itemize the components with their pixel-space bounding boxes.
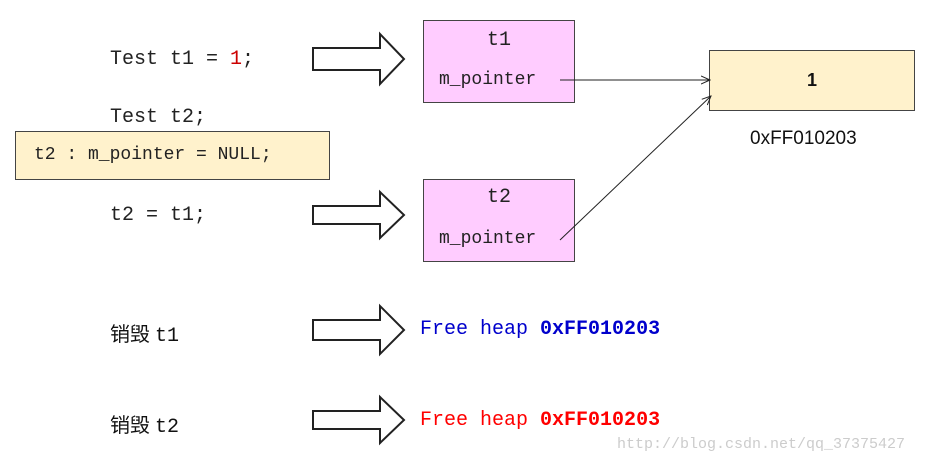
block-arrow-icon — [312, 31, 406, 87]
code-line-t2-decl: Test t2; — [110, 106, 207, 129]
heap-value: 1 — [806, 70, 817, 90]
object-t2-member: m_pointer — [439, 229, 537, 249]
watermark: http://blog.csdn.net/qq_37375427 — [617, 436, 906, 453]
block-arrow-icon — [312, 189, 406, 241]
free-heap-address: 0xFF010203 — [540, 318, 661, 341]
destroy-target: t1 — [155, 325, 180, 348]
object-t1-box: t1 m_pointer — [423, 20, 575, 103]
free-heap-address: 0xFF010203 — [540, 409, 661, 432]
block-arrow-icon — [312, 303, 406, 357]
pointer-t2-to-heap — [559, 96, 711, 241]
object-t1-member: m_pointer — [439, 70, 537, 90]
object-t1-name: t1 — [486, 29, 511, 52]
object-t2-box: t2 m_pointer — [423, 179, 575, 262]
code-line-assign: t2 = t1; — [110, 204, 207, 227]
destroy-t2-label: 销毁 t2 — [110, 409, 179, 439]
block-arrow-icon — [312, 394, 406, 446]
destroy-word: 销毁 — [110, 322, 150, 346]
null-note-box: t2 : m_pointer = NULL; — [15, 131, 330, 180]
code-text: Test t1 = — [110, 48, 231, 71]
code-line-t1-init: Test t1 = 1; — [110, 48, 254, 71]
destroy-target: t2 — [155, 416, 180, 439]
free-heap-text: Free heap — [420, 409, 529, 432]
free-heap-t1: Free heap 0xFF010203 — [420, 318, 660, 341]
destroy-t1-label: 销毁 t1 — [110, 318, 179, 348]
object-t2-name: t2 — [486, 186, 511, 209]
literal-value: 1 — [230, 48, 243, 71]
heap-address: 0xFF010203 — [750, 128, 857, 149]
code-semicolon: ; — [242, 48, 255, 71]
null-note-text: t2 : m_pointer = NULL; — [34, 145, 272, 165]
free-heap-text: Free heap — [420, 318, 529, 341]
free-heap-t2: Free heap 0xFF010203 — [420, 409, 660, 432]
destroy-word: 销毁 — [110, 413, 150, 437]
heap-box: 1 — [709, 50, 915, 111]
